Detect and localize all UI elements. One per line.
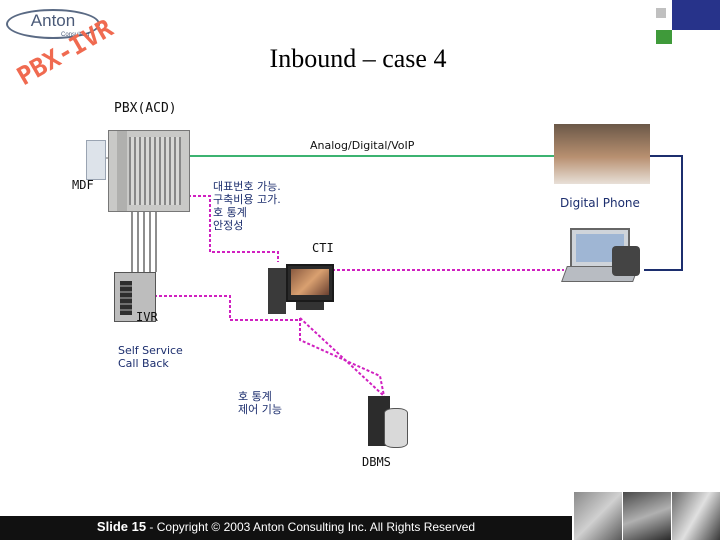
line-type-label: Analog/Digital/VoIP [310,139,414,152]
ivr-label: IVR [136,310,158,324]
dbms-server-icon [368,396,408,448]
pbx-label: PBX(ACD) [114,101,177,116]
logo-name: Anton [30,11,76,30]
corner-square-green [656,30,672,44]
ivr-note: Self Service [118,344,183,357]
slide-number: Slide 15 [96,519,147,534]
logo-sub: Consulting [61,32,90,38]
pbx-note: 대표번호 가능. [213,180,281,193]
line-label-voip: /VoIP [387,139,415,152]
logo-oval [6,9,100,39]
ivr-server-icon [114,272,156,322]
cti-note: 호 통계 [238,390,272,403]
mdf-label: MDF [72,178,94,192]
anton-logo: Anton Consulting [6,9,100,39]
page-title: Inbound – case 4 [269,44,447,73]
mdf-frame-icon [86,140,106,180]
cti-computer-icon [268,262,334,318]
dbms-label: DBMS [362,455,391,469]
corner-square-gray [656,8,666,18]
footer-bar [0,516,572,540]
footer-photo-businessman [623,492,671,540]
cti-dbms-link-2 [299,317,385,397]
ivr-notes: Self Service Call Back [118,344,183,370]
cti-notes: 호 통계 제어 기능 [238,390,282,416]
corner-square-blue [672,0,720,30]
cti-dbms-link [299,318,385,397]
digital-phone-label: Digital Phone [560,196,640,210]
cti-label: CTI [312,241,334,255]
pbx-note: 안정성 [213,219,244,232]
footer-text: Slide 15 - Copyright © 2003 Anton Consul… [0,519,572,534]
pbx-note: 구축비용 고가. [213,193,281,206]
phone-link-line [644,155,683,271]
copyright-text: - Copyright © 2003 Anton Consulting Inc.… [146,520,476,534]
pbx-ivr-trunks [131,210,157,272]
agents-photo [554,124,650,184]
pbx-cabinet-icon [108,130,190,212]
footer-photo-meeting [574,492,622,540]
digital-phone-icon [612,246,640,276]
pbx-notes: 대표번호 가능. 구축비용 고가. 호 통계 안정성 [213,180,281,232]
footer-photo-handshake [672,492,720,540]
line-label-analog: Analog/ [310,139,352,152]
cti-note: 제어 기능 [238,403,282,416]
pbx-cti-link [188,195,279,262]
ivr-note: Call Back [118,357,169,370]
line-label-digital: Digital [351,139,388,152]
pbx-note: 호 통계 [213,206,247,219]
